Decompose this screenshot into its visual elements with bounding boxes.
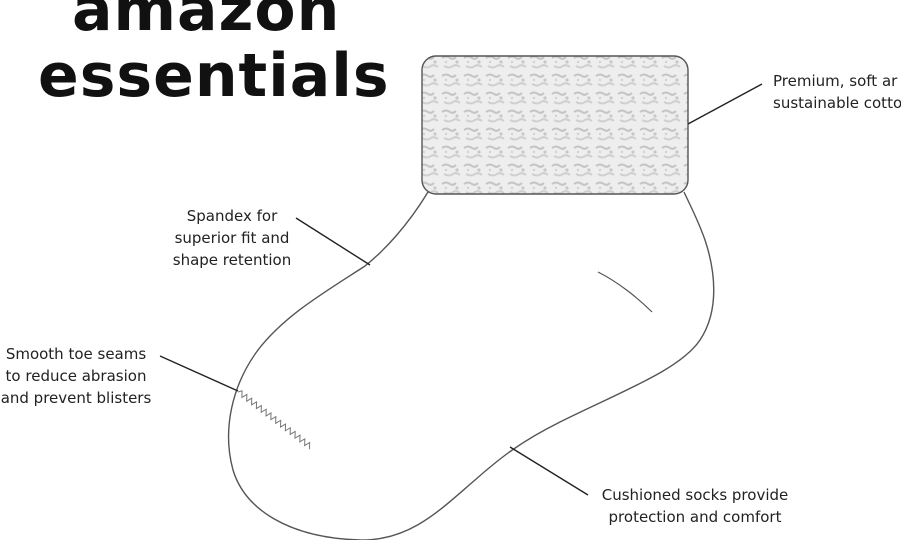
callout-line: Premium, soft ar: [773, 72, 898, 90]
callout-line: to reduce abrasion: [5, 367, 147, 385]
leader-line-cushion: [509, 446, 589, 496]
heel-crease-line: [597, 271, 653, 313]
callout-line: Spandex for: [186, 207, 278, 225]
brand-wordmark-line-2: essentials: [38, 41, 390, 111]
sock-body-outline: [227, 191, 715, 540]
callout-cushioned: Cushioned socks provide protection and c…: [590, 484, 800, 528]
callout-line: protection and comfort: [608, 508, 782, 526]
leader-line-premium: [687, 83, 763, 125]
brand-wordmark-line-1: amazon: [72, 0, 341, 45]
callout-premium-cotton: Premium, soft ar sustainable cotto: [773, 70, 901, 114]
callout-line: sustainable cotto: [773, 94, 901, 112]
leader-line-toe: [159, 355, 239, 392]
callout-spandex: Spandex for superior fit and shape reten…: [166, 205, 298, 271]
callout-line: superior fit and: [174, 229, 290, 247]
callout-toe-seams: Smooth toe seams to reduce abrasion and …: [0, 343, 162, 409]
leader-line-spandex: [295, 217, 371, 266]
callout-line: Smooth toe seams: [5, 345, 147, 363]
callout-line: and prevent blisters: [0, 389, 152, 407]
sock-cuff: [421, 55, 689, 195]
callout-line: shape retention: [172, 251, 292, 269]
toe-seam-stitching: [237, 390, 311, 450]
callout-line: Cushioned socks provide: [601, 486, 789, 504]
